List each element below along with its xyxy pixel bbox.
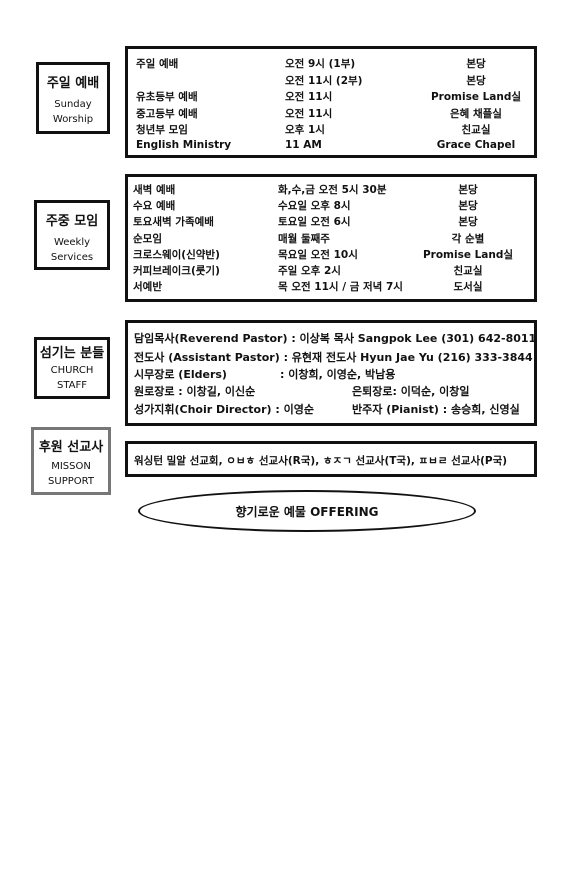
event-place: 본당 [458, 184, 478, 196]
event-time: 화,수,금 오전 5시 30분 [278, 184, 387, 196]
event-place: 은혜 채플실 [450, 107, 502, 120]
schedule-row: 주일 예배 오전 9시 (1부) 본당 [128, 56, 534, 72]
schedule-row: 커피브레이크(룻기) 주일 오후 2시 친교실 [128, 263, 534, 279]
event-name: 토요새벽 가족예배 [133, 216, 214, 229]
choir-text: 성가지휘(Choir Director) : 이영순 [134, 403, 314, 416]
event-place: 본당 [458, 216, 478, 229]
schedule-row: 순모임 매월 둘째주 각 순별 [128, 231, 534, 247]
staff-label-en1: CHURCH [50, 365, 94, 376]
event-name: 청년부 모임 [136, 124, 188, 136]
mission-support-box: 워싱턴 밀알 선교회, ㅇㅂㅎ 선교사(R국), ㅎㅈㄱ 선교사(T국), ㅍㅂ… [125, 441, 537, 477]
weekly-label-en2: Services [50, 252, 94, 263]
pastor-text: 담임목사(Reverend Pastor) : 이상복 목사 Sangpok L… [134, 332, 537, 345]
event-place: 본당 [466, 58, 486, 70]
staff-label-ko: 섬기는 분들 [39, 346, 105, 361]
event-time: 오전 11시 (2부) [285, 74, 363, 87]
event-time: 목요일 오전 10시 [278, 248, 358, 261]
senior-elders-text: 원로장로 : 이창길, 이신순 [134, 385, 256, 398]
event-name: 커피브레이크(룻기) [133, 265, 220, 277]
event-time: 오전 11시 [285, 91, 333, 103]
offering-oval: 향기로운 예물 OFFERING [138, 490, 476, 532]
schedule-row: 청년부 모임 오후 1시 친교실 [128, 122, 534, 138]
event-name: 중고등부 예배 [136, 107, 198, 120]
event-time: 11 AM [285, 138, 322, 151]
schedule-row: 오전 11시 (2부) 본당 [128, 73, 534, 89]
event-name: 주일 예배 [136, 58, 179, 70]
schedule-row: 서예반 목 오전 11시 / 금 저녁 7시 도서실 [128, 279, 534, 295]
retired-elders-text: 은퇴장로: 이덕순, 이창일 [352, 385, 470, 398]
event-place: 친교실 [453, 265, 483, 277]
church-staff-box: 담임목사(Reverend Pastor) : 이상복 목사 Sangpok L… [125, 320, 537, 426]
event-time: 매월 둘째주 [278, 232, 330, 245]
elders-label: 시무장로 (Elders) [134, 368, 227, 381]
weekly-services-label: 주중 모임 Weekly Services [34, 200, 110, 270]
weekly-label-ko: 주중 모임 [45, 214, 99, 229]
event-name: 수요 예배 [133, 200, 176, 213]
event-name: 크로스웨이(신약반) [133, 248, 220, 261]
event-time: 주일 오후 2시 [278, 265, 341, 277]
weekly-label-en1: Weekly [53, 237, 91, 248]
schedule-row: 크로스웨이(신약반) 목요일 오전 10시 Promise Land실 [128, 247, 534, 263]
mission-label-ko: 후원 선교사 [38, 440, 104, 455]
event-name: 유초등부 예배 [136, 91, 198, 103]
event-place: Grace Chapel [436, 138, 516, 151]
event-name: 서예반 [133, 281, 162, 294]
event-name: 순모임 [133, 232, 162, 245]
sunday-worship-label: 주일 예배 Sunday Worship [36, 62, 110, 134]
event-time: 오전 11시 [285, 107, 333, 120]
staff-label-en2: STAFF [56, 380, 88, 391]
pianist-text: 반주자 (Pianist) : 송승희, 신영실 [352, 403, 520, 416]
assistant-text: 전도사 (Assistant Pastor) : 유현재 전도사 Hyun Ja… [134, 351, 533, 364]
church-staff-label: 섬기는 분들 CHURCH STAFF [34, 337, 110, 399]
sunday-label-en1: Sunday [54, 99, 92, 110]
sunday-label-ko: 주일 예배 [46, 76, 100, 91]
mission-label-en1: MISSON [51, 461, 91, 472]
schedule-row: 토요새벽 가족예배 토요일 오전 6시 본당 [128, 214, 534, 230]
schedule-row: 새벽 예배 화,수,금 오전 5시 30분 본당 [128, 182, 534, 198]
event-time: 오전 9시 (1부) [285, 58, 356, 70]
schedule-row: 유초등부 예배 오전 11시 Promise Land실 [128, 89, 534, 105]
event-name: 새벽 예배 [133, 184, 176, 196]
event-name: English Ministry [136, 138, 232, 151]
event-time: 토요일 오전 6시 [278, 216, 351, 229]
event-time: 오후 1시 [285, 124, 325, 136]
event-time: 목 오전 11시 / 금 저녁 7시 [278, 281, 403, 294]
event-place: 친교실 [461, 124, 491, 136]
mission-text: 워싱턴 밀알 선교회, ㅇㅂㅎ 선교사(R국), ㅎㅈㄱ 선교사(T국), ㅍㅂ… [134, 455, 508, 467]
sunday-label-en2: Worship [52, 114, 94, 125]
event-time: 수요일 오후 8시 [278, 200, 351, 213]
mission-support-label: 후원 선교사 MISSON SUPPORT [31, 427, 111, 495]
event-place: 도서실 [453, 281, 483, 294]
schedule-row: English Ministry 11 AM Grace Chapel [128, 139, 534, 155]
event-place: 본당 [466, 74, 486, 87]
event-place: 본당 [458, 200, 478, 213]
elders-names: : 이창희, 이영순, 박남용 [280, 368, 396, 381]
offering-text: 향기로운 예물 OFFERING [235, 504, 379, 519]
schedule-row: 수요 예배 수요일 오후 8시 본당 [128, 198, 534, 214]
schedule-row: 중고등부 예배 오전 11시 은혜 채플실 [128, 106, 534, 122]
event-place: Promise Land실 [430, 91, 522, 103]
event-place: Promise Land실 [422, 248, 514, 261]
event-place: 각 순별 [451, 232, 485, 245]
mission-label-en2: SUPPORT [48, 476, 94, 487]
